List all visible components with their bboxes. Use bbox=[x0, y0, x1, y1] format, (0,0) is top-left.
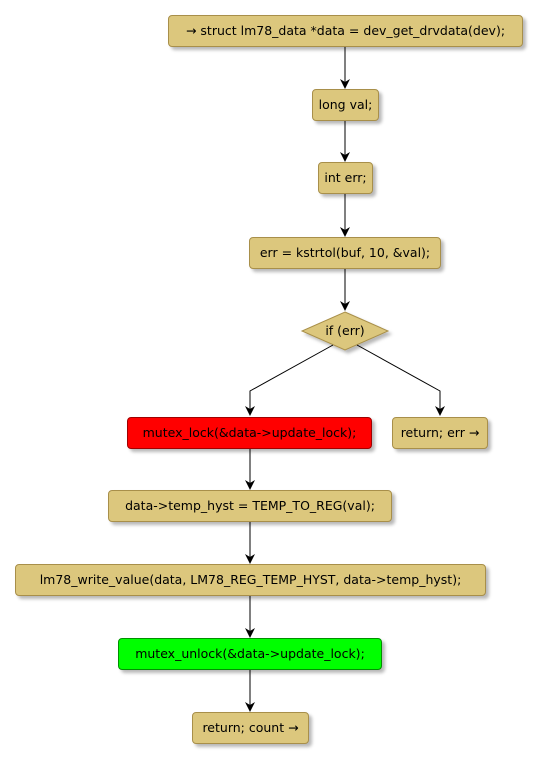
decision-diamond bbox=[300, 311, 390, 351]
node-long-val: long val; bbox=[312, 89, 379, 121]
node-mutex-lock: mutex_lock(&data->update_lock); bbox=[127, 417, 372, 449]
node-temp-hyst: data->temp_hyst = TEMP_TO_REG(val); bbox=[108, 490, 392, 522]
edge-decision-n5 bbox=[245, 344, 334, 416]
node-mutex-unlock: mutex_unlock(&data->update_lock); bbox=[118, 638, 382, 670]
edge-decision-n6 bbox=[356, 344, 445, 416]
decision-label: if (err) bbox=[325, 323, 365, 338]
node-dev-get-drvdata: → struct lm78_data *data = dev_get_drvda… bbox=[168, 15, 523, 47]
node-return-err: return; err → bbox=[392, 417, 488, 449]
node-return-count: return; count → bbox=[192, 712, 309, 744]
node-write-value: lm78_write_value(data, LM78_REG_TEMP_HYS… bbox=[15, 564, 486, 596]
node-int-err: int err; bbox=[318, 162, 373, 194]
node-kstrtol: err = kstrtol(buf, 10, &val); bbox=[249, 237, 441, 269]
